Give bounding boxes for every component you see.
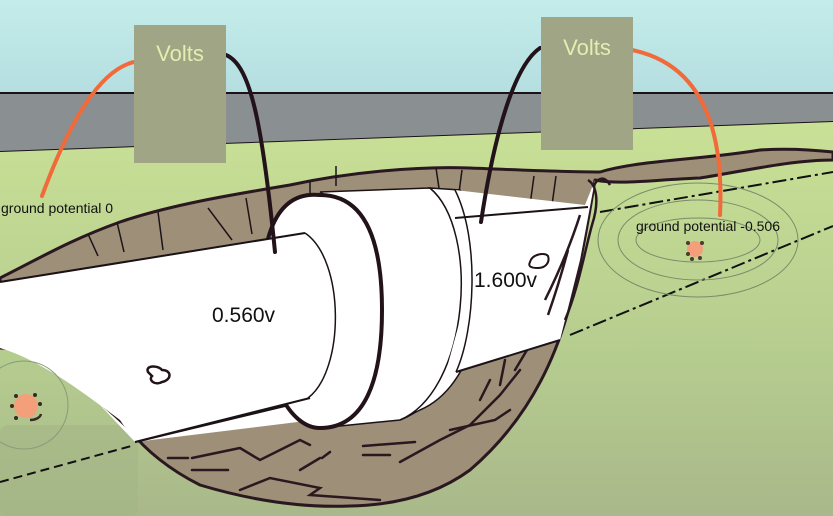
- pipe-left-end: [0, 233, 334, 442]
- coating-defect-right: [528, 253, 550, 270]
- voltmeter-left: Volts: [134, 25, 226, 163]
- pipe-reading-left: 0.560v: [212, 304, 276, 327]
- route-line-right-upper: [599, 171, 833, 213]
- grass-shade: [0, 425, 138, 516]
- ground-lead-right: [630, 48, 723, 217]
- sky: [0, 0, 833, 100]
- pipe-lead-right: [479, 46, 542, 224]
- voltmeter-left-label: Volts: [156, 41, 204, 66]
- ground-electrode-right: [686, 241, 704, 261]
- route-line-left-lower: [0, 444, 136, 483]
- pipe-reading-right: 1.600v: [474, 269, 538, 292]
- pipe-right-section: [445, 180, 595, 375]
- pipe-lead-left: [224, 53, 277, 254]
- ground-lead-left: [40, 60, 136, 198]
- potential-ring-left: [0, 360, 69, 450]
- route-line-right-lower: [569, 225, 833, 336]
- ground-electrode-left: [10, 393, 43, 422]
- ground-potential-right-label: ground potential -0.506: [636, 218, 780, 234]
- soil-hatching: [87, 166, 557, 257]
- coating-defect-left: [146, 365, 171, 385]
- ground-potential-left-label: ground potential 0: [1, 200, 114, 216]
- potential-rings-right: [597, 182, 799, 298]
- soil-cracks: [166, 343, 532, 502]
- voltmeter-right-label: Volts: [563, 35, 611, 60]
- trench-right-wall: [543, 177, 612, 321]
- voltmeter-right: Volts: [541, 17, 633, 150]
